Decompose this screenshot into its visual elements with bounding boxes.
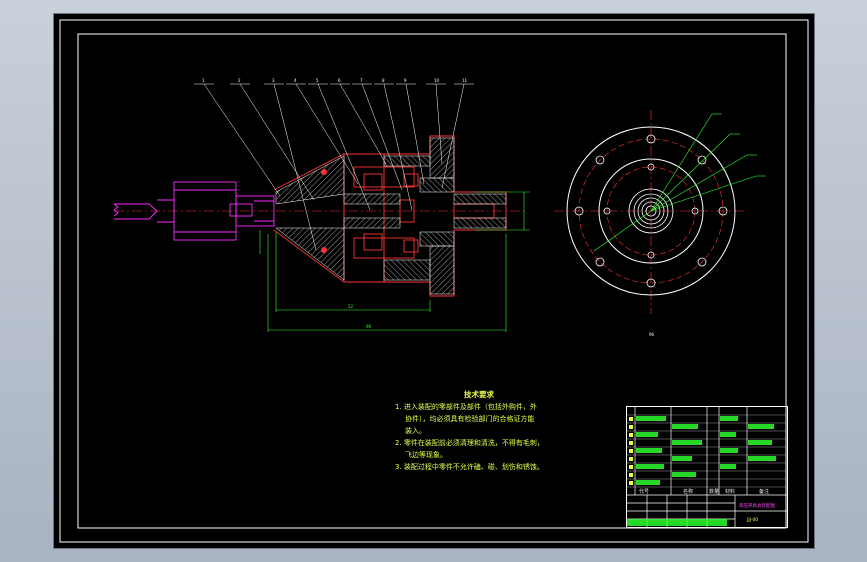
title-block: 代号 名称 数量 材料 备注 液压夹具总装配图 JJJ-00 [626, 406, 788, 528]
balloon-label: 8 [382, 78, 385, 83]
tech-req-text: 进入装配的零部件及部件（包括外购件，外 [403, 403, 537, 411]
tech-req-num: 1. [395, 403, 402, 411]
section-view: 1 2 3 4 5 6 7 8 9 10 11 96 52 [113, 78, 530, 332]
balloon-label: 6 [338, 78, 341, 83]
bom-header-material: 材料 [725, 489, 736, 495]
tech-req-text: 装入。 [405, 427, 426, 435]
tech-req-text: 装配过程中零件不允许磕、碰、划伤和锈蚀。 [403, 463, 544, 471]
tech-req-item-3: 3. 装配过程中零件不允许磕、碰、划伤和锈蚀。 [395, 461, 545, 473]
workpiece-spindle [113, 181, 275, 241]
balloon-labels: 1 2 3 4 5 6 7 8 9 10 11 [202, 78, 468, 83]
bom-header-code: 代号 [639, 489, 650, 495]
balloon-label: 9 [404, 78, 407, 83]
tech-req-num: 2. [395, 439, 402, 447]
dim-inner-length: 52 [348, 304, 354, 309]
balloon-label: 3 [272, 78, 275, 83]
balloon-label: 2 [238, 78, 241, 83]
diameter-leaders [593, 113, 766, 252]
dim-overall-length: 96 [366, 324, 372, 329]
balloon-label: 1 [202, 78, 205, 83]
drawing-name: 液压夹具总装配图 [739, 504, 775, 509]
tech-req-text: 协件），均必须具有检验部门的合格证方能 [405, 415, 535, 423]
balloon-label: 7 [360, 78, 363, 83]
technical-requirements: 技术要求 1. 进入装配的零部件及部件（包括外购件，外 协件），均必须具有检验部… [395, 389, 545, 473]
side-view: 96 [554, 110, 766, 337]
drawing-sheet: 1 2 3 4 5 6 7 8 9 10 11 96 52 [54, 14, 814, 548]
hatch-regions [275, 137, 507, 295]
inner-border [77, 33, 787, 529]
balloon-leaders [194, 83, 474, 251]
tech-req-text: 零件在装配前必须清理和清洗，不得有毛刺， [403, 439, 544, 447]
flange-outer [566, 126, 736, 296]
tech-req-num: 3. [395, 463, 402, 471]
outer-border [59, 19, 809, 543]
tech-req-text: 飞边等现象。 [405, 451, 447, 459]
title-block-grid [627, 407, 787, 527]
side-view-label: 96 [649, 332, 655, 337]
tech-req-item-2: 2. 零件在装配前必须清理和清洗，不得有毛刺， [395, 437, 545, 449]
assembly-drawing: 1 2 3 4 5 6 7 8 9 10 11 96 52 [59, 19, 809, 543]
tech-req-item-1: 1. 进入装配的零部件及部件（包括外购件，外 [395, 401, 545, 413]
bom-header-qty: 数量 [709, 489, 720, 495]
balloon-label: 11 [462, 78, 468, 83]
balloon-label: 10 [434, 78, 440, 83]
drawing-code: JJJ-00 [747, 518, 759, 523]
tech-req-title: 技术要求 [464, 390, 494, 399]
bolt-holes [574, 134, 728, 288]
body-circle [598, 158, 704, 264]
dimension-lines [259, 191, 530, 332]
bom-header-note: 备注 [759, 489, 770, 495]
balloon-label: 4 [294, 78, 297, 83]
bom-header-name: 名称 [683, 489, 694, 495]
balloon-label: 5 [316, 78, 319, 83]
bolt-circle [578, 138, 724, 284]
